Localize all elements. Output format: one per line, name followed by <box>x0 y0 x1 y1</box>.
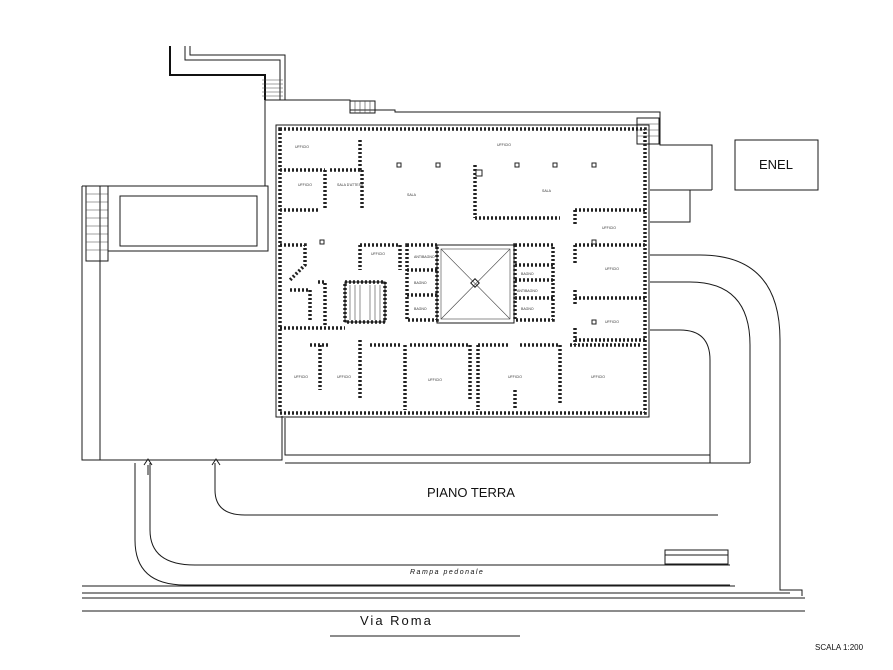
room-label: ANTIBAGNO <box>414 255 435 259</box>
scale-label: SCALA 1:200 <box>815 643 864 652</box>
room-label: SALA <box>407 193 417 197</box>
room-label: BAGNO <box>521 272 534 276</box>
atrium <box>436 244 515 324</box>
room-label: UFFICIO <box>428 378 442 382</box>
room-label: UFFICIO <box>337 375 351 379</box>
outer-slab-outline <box>81 99 713 461</box>
external-stair-top-left <box>169 46 286 100</box>
street <box>82 585 805 637</box>
stair-top-center <box>349 100 376 114</box>
room-label: UFFICIO <box>605 320 619 324</box>
columns <box>319 162 597 325</box>
room-label: UFFICIO <box>591 375 605 379</box>
building-perimeter <box>275 124 650 418</box>
enel-cabin <box>734 139 819 191</box>
room-label: UFFICIO <box>298 183 312 187</box>
room-label: SALA <box>542 189 552 193</box>
room-label: SALA D'ATTESA <box>337 183 364 187</box>
room-label: BAGNO <box>414 281 427 285</box>
street-label: Via Roma <box>360 613 433 628</box>
stair-main <box>344 281 386 323</box>
enel-label: ENEL <box>759 157 793 172</box>
access-ramps <box>134 458 730 586</box>
room-label: UFFICIO <box>497 143 511 147</box>
interior-walls <box>280 140 645 410</box>
room-label: UFFICIO <box>295 145 309 149</box>
external-stair-left <box>85 185 109 262</box>
room-label: UFFICIO <box>294 375 308 379</box>
ramp-label: Rampa pedonale <box>410 569 484 576</box>
stair-top-right <box>636 117 660 145</box>
room-label: BAGNO <box>521 307 534 311</box>
room-label: ANTIBAGNO <box>517 289 538 293</box>
floor-title: PIANO TERRA <box>427 485 515 500</box>
room-labels: UFFICIO UFFICIO SALA D'ATTESA UFFICIO SA… <box>294 143 619 382</box>
left-annex <box>107 185 269 252</box>
room-label: UFFICIO <box>508 375 522 379</box>
room-label: UFFICIO <box>605 267 619 271</box>
room-label: BAGNO <box>414 307 427 311</box>
driveway-curve <box>284 254 803 596</box>
room-label: UFFICIO <box>602 226 616 230</box>
room-label: UFFICIO <box>371 252 385 256</box>
